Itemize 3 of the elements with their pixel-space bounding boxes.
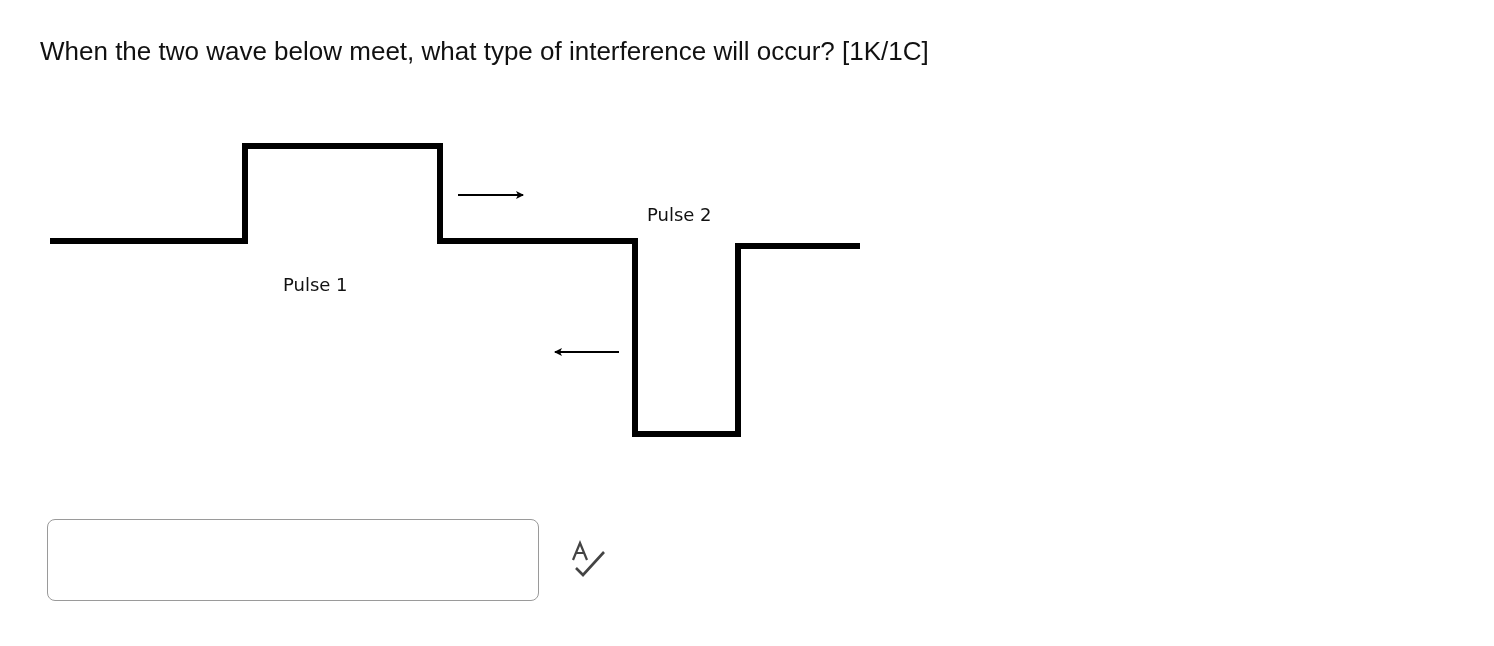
pulse-label: Pulse 1 (283, 274, 348, 295)
question-text: When the two wave below meet, what type of interference will occur? [1K/1C] (40, 36, 929, 67)
pulse-label: Pulse 2 (647, 204, 712, 225)
